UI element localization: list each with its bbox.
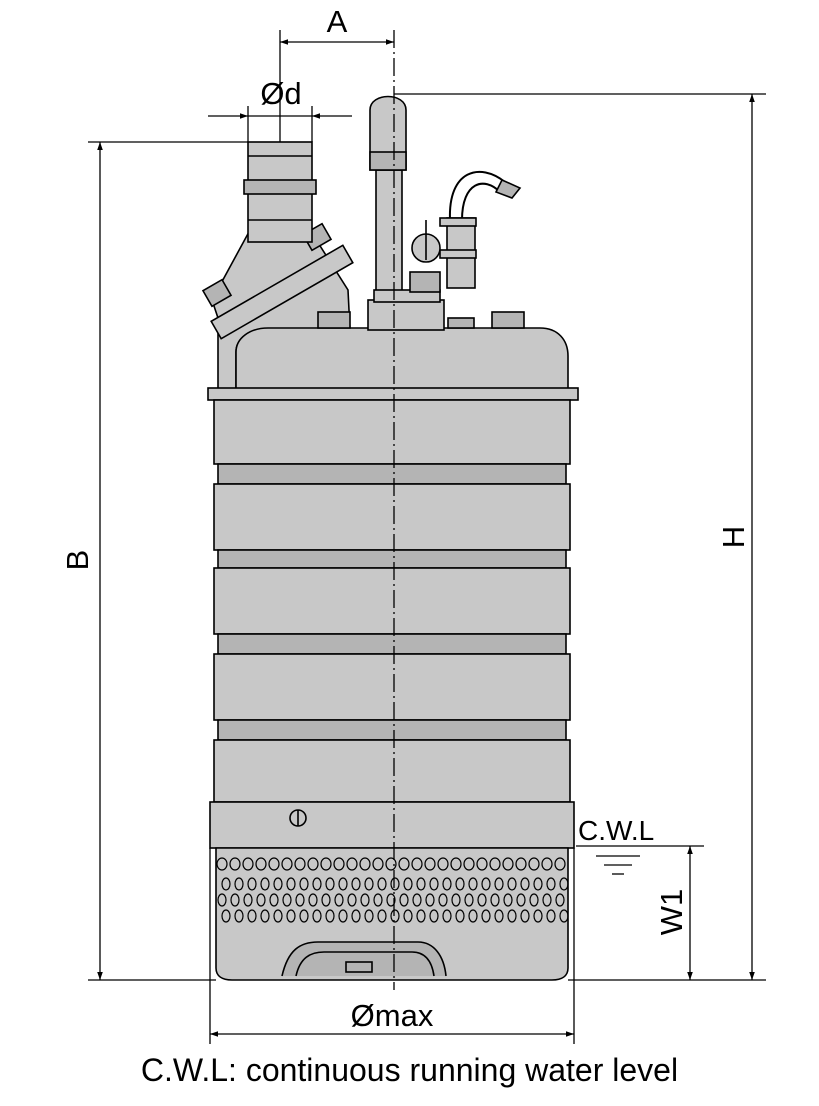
motor-band <box>213 739 571 803</box>
lifting-handle <box>375 169 403 301</box>
motor-band <box>213 483 571 551</box>
pump-foot <box>281 941 447 977</box>
strainer-holes <box>216 857 569 923</box>
motor-band <box>213 653 571 721</box>
label-cwl: C.W.L <box>578 815 654 846</box>
top-cover <box>235 327 569 391</box>
pump-casing <box>209 801 575 849</box>
pump-dimension-drawing: A Ød B H C.W.L W1 Ømax <box>60 4 766 1044</box>
motor-band <box>213 567 571 635</box>
power-cable <box>448 170 506 221</box>
label-w1: W1 <box>654 889 689 936</box>
label-a: A <box>327 4 348 39</box>
dimension-lines <box>88 30 766 1044</box>
label-d: Ød <box>260 76 301 111</box>
motor-band <box>213 399 571 465</box>
label-h: H <box>716 526 751 548</box>
label-b: B <box>60 550 95 571</box>
elbow-flange <box>210 244 354 340</box>
pump-body <box>201 95 579 981</box>
caption: C.W.L: continuous running water level <box>140 1052 679 1088</box>
label-max: Ømax <box>351 998 434 1033</box>
